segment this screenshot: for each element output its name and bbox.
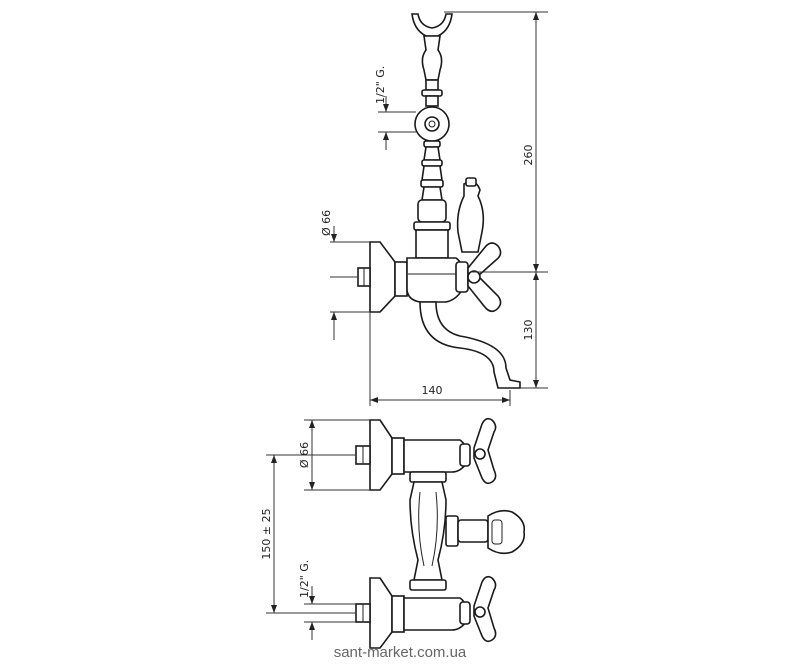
label-center-distance: 150 ± 25 [260, 508, 273, 559]
dimension-lines-top [330, 11, 548, 406]
dimension-lines-bottom [266, 419, 370, 640]
watermark: sant-market.com.ua [334, 644, 467, 661]
label-diameter-bottom: Ø 66 [298, 442, 311, 468]
front-elevation [355, 417, 526, 649]
label-thread-bottom: 1/2" G. [298, 560, 311, 598]
label-thread-top: 1/2" G. [374, 66, 387, 104]
label-diameter-top: Ø 66 [320, 210, 333, 236]
label-spout-reach: 140 [422, 384, 443, 397]
label-height-spout: 130 [522, 320, 535, 341]
label-height-total: 260 [522, 145, 535, 166]
side-elevation [357, 13, 521, 389]
